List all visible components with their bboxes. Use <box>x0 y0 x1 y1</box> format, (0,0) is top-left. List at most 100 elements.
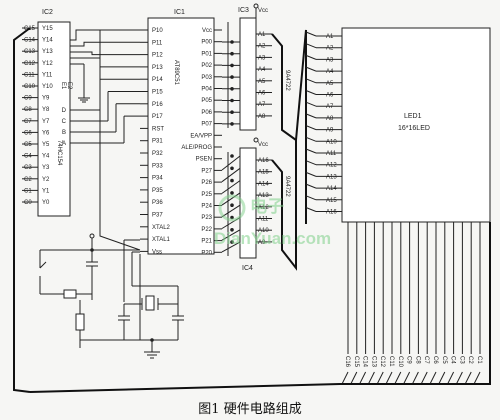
ic2-output-net-label: C2 <box>24 177 32 183</box>
ic2-output-pin-label: Y12 <box>42 61 53 67</box>
ic3-output-label: A1 <box>258 32 266 38</box>
ic1-to-ic4-wire <box>221 241 241 253</box>
ic1-part: AT89C51 <box>173 60 179 86</box>
ic3-output-label: A4 <box>258 67 266 73</box>
led-column-bus-tap <box>403 371 411 385</box>
port2-junction-dot <box>230 154 234 158</box>
led-row-bus-tap <box>305 101 317 107</box>
ic1-right-pins: VccP00P01P02P03P04P05P06P07EA/VPPALE/PRO… <box>181 28 222 256</box>
led-column-label: C10 <box>397 356 403 368</box>
ic3-vcc-label: Vcc <box>258 8 268 14</box>
ic2-output-net-label: C5 <box>24 142 32 148</box>
led-row-bus-tap <box>305 136 317 142</box>
led-row-bus-tap <box>305 43 317 49</box>
ic2-input-label: A <box>62 141 66 147</box>
led-column-label: C5 <box>441 356 447 364</box>
led-column-label: C13 <box>370 356 376 368</box>
ic3-output-label: A6 <box>258 91 266 97</box>
led-row-label: A1 <box>326 34 334 40</box>
led-column-bus-tap <box>350 371 358 385</box>
ic2-output-pin-label: Y11 <box>42 72 53 78</box>
led-row-label: A3 <box>326 57 334 63</box>
ic1-port1-to-ic2-wire <box>70 29 140 41</box>
ic2-output-net-label: C1 <box>24 188 32 194</box>
ic2-output-net-label: C13 <box>24 49 36 55</box>
led-row-bus-tap <box>305 113 317 119</box>
ic1-right-pin-label: P06 <box>201 110 212 116</box>
ic4-output-label: A14 <box>258 181 269 187</box>
vcc-terminal-icon <box>89 233 95 239</box>
ic1-port1-to-ic2-wire <box>70 57 140 68</box>
ic2-output-pin-label: Y9 <box>42 96 50 102</box>
ic1-to-ic4-wire <box>221 204 241 218</box>
ic2-output-pin-label: Y7 <box>42 119 50 125</box>
ic2-output-net-label: C9 <box>24 96 32 102</box>
led-matrix-body <box>341 27 491 223</box>
led-column-bus-tap <box>429 371 437 385</box>
ic4-output-label: A15 <box>258 170 269 176</box>
ic1-left-pin-label: XTAL1 <box>152 237 171 243</box>
led-column-bus-tap <box>455 371 463 385</box>
ic2-output-pin-label: Y13 <box>42 49 53 55</box>
led-row-label: A14 <box>326 186 337 192</box>
led-column-bus-tap <box>438 371 446 385</box>
ic2-output-pin-label: Y0 <box>42 200 50 206</box>
port0-junction-dot <box>230 75 234 79</box>
ic2-body <box>37 21 71 217</box>
ic1-to-ic4-wire <box>221 192 241 206</box>
led-row-bus-tap <box>305 31 317 37</box>
ic1-left-pin-label: P12 <box>152 53 163 59</box>
ic2-output-pin-label: Y6 <box>42 130 50 136</box>
column-bus-right <box>340 222 491 385</box>
led-column-bus-tap <box>447 371 455 385</box>
ic1-right-pin-label: P01 <box>201 51 212 57</box>
led-row-bus-tap <box>305 160 317 166</box>
ic2-output-net-label: C12 <box>24 61 36 67</box>
ic4-output-label: A16 <box>258 158 269 164</box>
row-bus <box>295 29 307 224</box>
led-row-bus-tap <box>305 54 317 60</box>
ic1-right-pin-label: ALE/PROG <box>181 145 212 151</box>
ic2-output-net-label: C0 <box>24 200 32 206</box>
led-column-label: C2 <box>467 356 473 364</box>
ic1-to-ic4-wire <box>221 167 241 183</box>
led-desc: 16*16LED <box>398 125 430 132</box>
port0-junction-dot <box>230 87 234 91</box>
ic2-name: IC2 <box>42 9 53 16</box>
led-column-label: C6 <box>432 356 438 364</box>
led-column-label: C15 <box>353 356 359 368</box>
led-column-bus-tap <box>420 371 428 385</box>
ic1-right-pin-label: P22 <box>201 227 212 233</box>
ic1-left-pin-label: P35 <box>152 188 163 194</box>
ic1-right-pin-label: P23 <box>201 215 212 221</box>
led-row-label: A15 <box>326 198 337 204</box>
ic1-left-pin-label: P36 <box>152 200 163 206</box>
k1-switch-contact <box>39 261 47 269</box>
led-row-label: A4 <box>326 69 334 75</box>
ic2-enable-label: E2 <box>66 82 72 90</box>
ic2-part: 74HC154 <box>56 140 62 166</box>
led-row-label: A13 <box>326 174 337 180</box>
ic1-left-pin-label: P32 <box>152 151 163 157</box>
ic3-output-label: A7 <box>258 102 266 108</box>
led-row-bus-tap <box>305 125 317 131</box>
watermark-logo-icon <box>218 194 246 222</box>
ic2-output-pin-label: Y2 <box>42 177 50 183</box>
led-column-label: C8 <box>414 356 420 364</box>
oscillator-circuit <box>79 239 184 359</box>
led-row-label: A12 <box>326 163 337 169</box>
led-column-bus-tap <box>359 371 367 385</box>
ic1-right-pin-label: Vcc <box>202 28 212 34</box>
led-row-bus-tap <box>305 148 317 154</box>
ic3-name: IC3 <box>238 7 249 14</box>
led-column-bus-tap <box>341 371 349 385</box>
led-column-bus-tap <box>464 371 472 385</box>
ic2-output-pin-label: Y8 <box>42 107 50 113</box>
led-row-label: A11 <box>326 151 337 157</box>
ic2-output-net-label: C14 <box>24 38 36 44</box>
ic2-output-pin-label: Y4 <box>42 154 50 160</box>
led-column-label: C12 <box>379 356 385 368</box>
ic1-right-pin-label: P02 <box>201 63 212 69</box>
ic2-input-label: D <box>62 108 67 114</box>
